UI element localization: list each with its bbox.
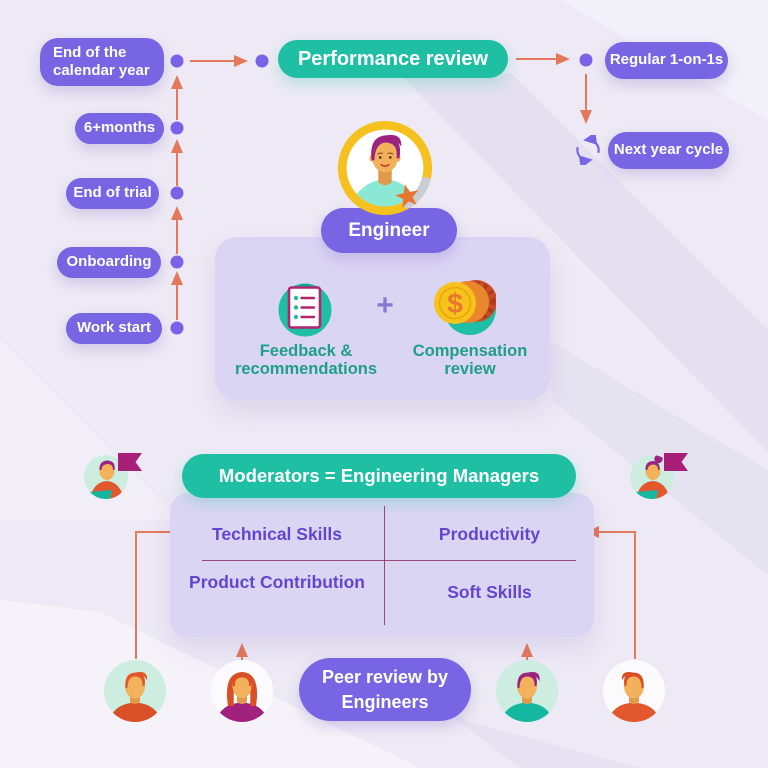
peer-hair — [624, 672, 644, 688]
quadrant-technical-skills: Technical Skills — [211, 524, 342, 544]
peer-hair — [517, 672, 537, 688]
peer-engineer-avatar-4 — [603, 660, 665, 722]
clipboard-list-rows — [293, 295, 316, 320]
hair-bun — [654, 455, 663, 464]
engineer-pill: Engineer — [321, 208, 457, 253]
quadrant-horizontal-divider — [202, 560, 576, 562]
peer-engineer-avatar-3 — [496, 660, 558, 722]
milestone-end-of-calendar-year: End of the calendar year — [40, 38, 164, 86]
flag-icon — [118, 453, 142, 471]
quadrant-soft-skills: Soft Skills — [447, 582, 532, 602]
engineering-manager-avatar-right — [630, 453, 688, 499]
peer-shirt — [109, 702, 161, 722]
quadrant-productivity: Productivity — [438, 524, 541, 544]
peer-hair — [125, 672, 145, 688]
manager-hair — [645, 461, 660, 470]
connector-right-peer-to-quadrant — [585, 526, 636, 659]
cycle-refresh-icon — [576, 135, 600, 165]
quadrant-vertical-divider — [384, 506, 386, 625]
dollar-glyph-front: $ — [447, 288, 463, 319]
manager-hair — [99, 460, 115, 470]
compensation-coins-icon: $ $ — [434, 280, 496, 335]
engineer-hair — [371, 135, 401, 161]
feedback-recommendations-label: Feedback & recommendations — [234, 342, 378, 379]
peer-engineer-avatar-1 — [104, 660, 166, 722]
milestone-6-months: 6+months — [75, 113, 164, 144]
flag-icon — [664, 453, 688, 471]
milestone-end-of-trial: End of trial — [66, 178, 159, 209]
compensation-review-label: Compensation review — [412, 342, 528, 379]
plus-sign: + — [376, 289, 394, 322]
milestone-onboarding: Onboarding — [57, 247, 161, 278]
star-badge-icon — [395, 184, 419, 208]
engineer-avatar — [337, 120, 433, 216]
peer-shirt — [216, 702, 268, 722]
quadrant-product-contribution: Product Contribution — [189, 572, 365, 592]
regular-1-on-1s-pill: Regular 1-on-1s — [605, 42, 728, 79]
feedback-clipboard-icon — [278, 283, 332, 337]
peer-review-pill: Peer review by Engineers — [299, 658, 471, 721]
engineer-face — [372, 141, 398, 173]
peer-shirt — [501, 702, 553, 722]
moderators-title-pill: Moderators = Engineering Managers — [182, 454, 576, 498]
milestone-work-start: Work start — [66, 313, 162, 344]
next-year-cycle-pill: Next year cycle — [608, 132, 729, 169]
engineering-manager-avatar-left — [84, 453, 142, 499]
evaluation-quadrant-panel — [170, 493, 594, 637]
performance-review-title: Performance review — [278, 40, 508, 78]
peer-engineer-avatar-2 — [211, 660, 273, 722]
peer-shirt — [608, 702, 660, 722]
engineer-shirt — [354, 179, 416, 207]
